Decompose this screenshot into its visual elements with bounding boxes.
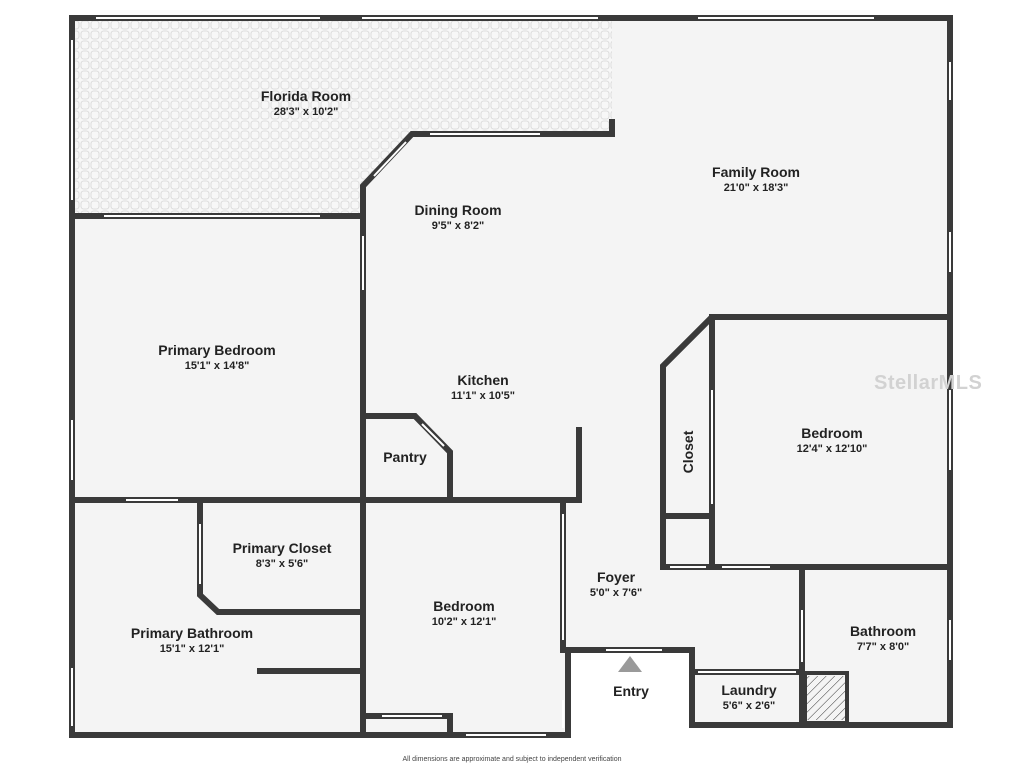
room-label-dining-room: Dining Room 9'5" x 8'2" xyxy=(414,202,501,233)
room-name: Bathroom xyxy=(849,623,917,639)
room-dimensions: 28'3" x 10'2" xyxy=(273,105,339,118)
room-name: Closet xyxy=(680,430,696,474)
walls xyxy=(69,15,953,738)
room-dimensions: 7'7" x 8'0" xyxy=(856,640,910,653)
room-dimensions: 12'4" x 12'10" xyxy=(796,442,868,455)
room-name: Laundry xyxy=(721,682,777,698)
room-label-bedroom-east: Bedroom 12'4" x 12'10" xyxy=(797,425,868,456)
east-bedroom-wall xyxy=(660,314,953,568)
laundry-chase xyxy=(803,671,849,725)
room-label-primary-closet: Primary Closet 8'3" x 5'6" xyxy=(233,540,332,571)
room-name: Primary Closet xyxy=(232,540,332,556)
room-label-closet: Closet xyxy=(680,428,696,476)
room-name: Bedroom xyxy=(433,598,495,614)
room-dimensions: 11'1" x 10'5" xyxy=(451,389,515,402)
entry-arrow-icon xyxy=(618,656,642,672)
window xyxy=(373,141,407,177)
room-name: Primary Bathroom xyxy=(130,625,254,641)
room-dimensions: 10'2" x 12'1" xyxy=(431,615,497,628)
room-name: Bedroom xyxy=(801,425,863,441)
room-name: Pantry xyxy=(383,449,427,465)
room-label-laundry: Laundry 5'6" x 2'6" xyxy=(721,682,776,713)
room-dimensions: 15'1" x 12'1" xyxy=(159,642,225,655)
laundry-hatch xyxy=(807,676,845,720)
main-floor xyxy=(72,18,950,735)
watermark: StellarMLS xyxy=(874,372,983,394)
room-label-florida-room: Florida Room 28'3" x 10'2" xyxy=(261,88,351,119)
room-name: Florida Room xyxy=(260,88,352,104)
room-label-pantry: Pantry xyxy=(383,449,427,467)
room-label-kitchen: Kitchen 11'1" x 10'5" xyxy=(451,372,515,403)
room-dimensions: 9'5" x 8'2" xyxy=(431,219,485,232)
floor-areas xyxy=(72,18,950,741)
window xyxy=(421,423,445,447)
room-name: Entry xyxy=(613,683,649,699)
room-name: Foyer xyxy=(596,569,636,585)
room-label-primary-bathroom: Primary Bathroom 15'1" x 12'1" xyxy=(131,625,253,656)
room-label-entry: Entry xyxy=(613,683,649,701)
windows xyxy=(71,17,951,736)
room-label-bedroom-south: Bedroom 10'2" x 12'1" xyxy=(432,598,497,629)
room-dimensions: 21'0" x 18'3" xyxy=(723,181,789,194)
room-dimensions: 5'0" x 7'6" xyxy=(589,586,643,599)
room-name: Dining Room xyxy=(414,202,502,218)
footer-disclaimer: All dimensions are approximate and subje… xyxy=(402,756,622,763)
room-dimensions: 5'6" x 2'6" xyxy=(722,699,776,712)
room-label-family-room: Family Room 21'0" x 18'3" xyxy=(712,164,800,195)
room-name: Kitchen xyxy=(457,372,509,388)
florida-room-floor xyxy=(72,18,612,216)
room-name: Family Room xyxy=(712,164,800,180)
room-label-foyer: Foyer 5'0" x 7'6" xyxy=(590,569,642,600)
room-dimensions: 8'3" x 5'6" xyxy=(255,557,309,570)
room-name: Primary Bedroom xyxy=(158,342,276,358)
room-label-bathroom: Bathroom 7'7" x 8'0" xyxy=(850,623,916,654)
room-dimensions: 15'1" x 14'8" xyxy=(184,359,250,372)
room-label-primary-bedroom: Primary Bedroom 15'1" x 14'8" xyxy=(158,342,275,373)
